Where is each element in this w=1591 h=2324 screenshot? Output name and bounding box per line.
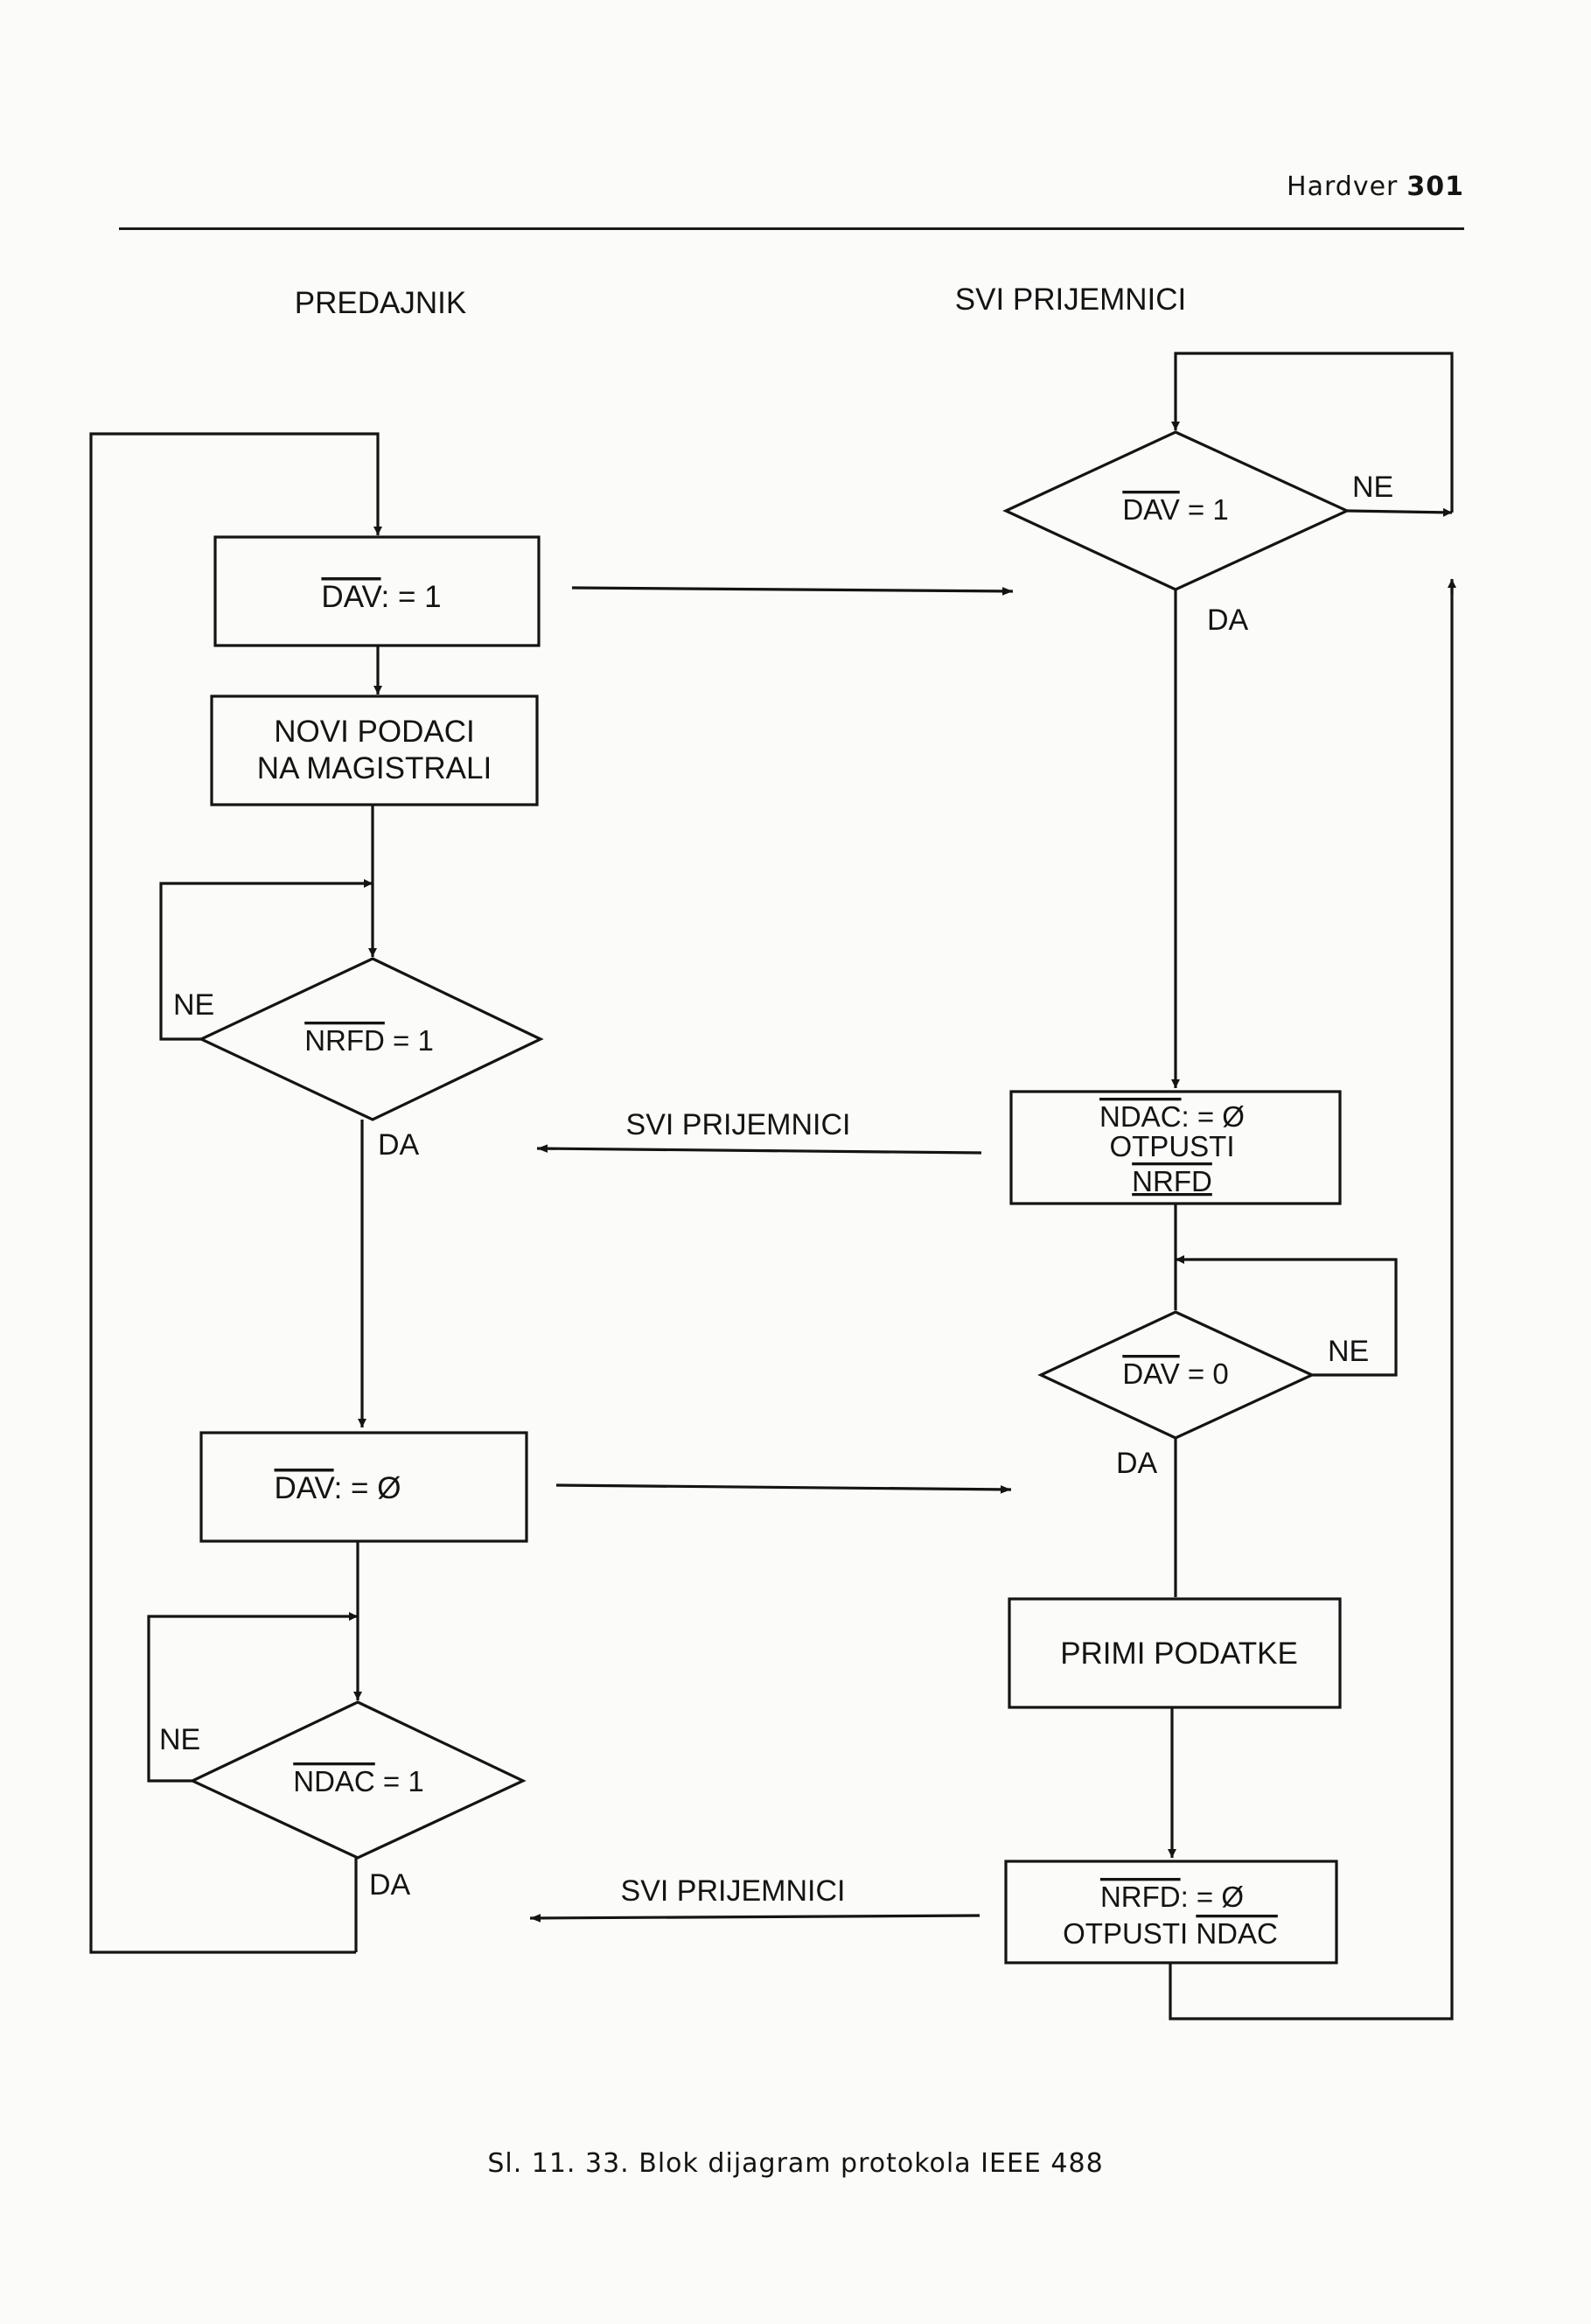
box-dav-set-0-text: DAV: = Ø bbox=[275, 1471, 401, 1505]
nrfd-no-loop bbox=[159, 879, 373, 1041]
column-heading-left: PREDAJNIK bbox=[295, 286, 466, 320]
box-ndac-line2: OTPUSTI bbox=[1109, 1130, 1234, 1162]
dav0-no-label: NE bbox=[1328, 1335, 1369, 1368]
ndac-no-loop bbox=[147, 1612, 358, 1783]
box-nrfd-line2: OTPUSTI NDAC bbox=[1063, 1917, 1278, 1950]
ndac-no-label: NE bbox=[159, 1723, 200, 1756]
signal-label-upper: SVI PRIJEMNICI bbox=[626, 1108, 851, 1141]
decision-nrfd bbox=[198, 957, 544, 1121]
decision-dav-0-text: DAV = 0 bbox=[1122, 1357, 1228, 1390]
signal-label-lower: SVI PRIJEMNICI bbox=[621, 1874, 846, 1908]
header-rule bbox=[119, 227, 1464, 230]
dav1-yes-label: DA bbox=[1207, 604, 1249, 637]
box-dav-set-0 bbox=[199, 1431, 528, 1543]
signal-arrow-4 bbox=[529, 1914, 980, 1923]
header-page-number: 301 bbox=[1406, 171, 1464, 202]
box-primi-podatke-text: PRIMI PODATKE bbox=[1060, 1637, 1298, 1671]
ndac-yes-label: DA bbox=[369, 1868, 411, 1902]
signal-arrow-2 bbox=[536, 1144, 982, 1155]
box-nrfd-otpusti-ndac bbox=[1004, 1860, 1338, 1965]
decision-dav-1-text: DAV = 1 bbox=[1122, 493, 1228, 526]
left-outer-loop bbox=[89, 432, 382, 1954]
box-nrfd-line1: NRFD: = Ø bbox=[1100, 1881, 1244, 1913]
box-primi-podatke bbox=[1008, 1597, 1342, 1709]
decision-ndac-text: NDAC = 1 bbox=[293, 1765, 423, 1797]
box-novi-podaci-line2: NA MAGISTRALI bbox=[257, 751, 492, 785]
box-dav-set-1-text: DAV: = 1 bbox=[321, 580, 441, 614]
decision-nrfd-text: NRFD = 1 bbox=[304, 1024, 434, 1057]
dav0-no-loop bbox=[1176, 1255, 1398, 1377]
box-novi-podaci bbox=[210, 694, 539, 806]
column-heading-right: SVI PRIJEMNICI bbox=[955, 283, 1186, 317]
right-outer-loop bbox=[1169, 582, 1454, 2020]
dav1-no-label: NE bbox=[1352, 471, 1393, 504]
decision-ndac bbox=[189, 1700, 527, 1860]
nrfd-yes-label: DA bbox=[378, 1128, 420, 1162]
header-title: Hardver bbox=[1287, 171, 1399, 202]
figure-caption: Sl. 11. 33. Blok dijagram protokola IEEE… bbox=[487, 2148, 1104, 2179]
box-ndac-line1: NDAC: = Ø bbox=[1099, 1100, 1245, 1133]
box-ndac-line3: NRFD bbox=[1132, 1165, 1212, 1197]
signal-arrow-3 bbox=[555, 1483, 1012, 1494]
box-novi-podaci-line1: NOVI PODACI bbox=[274, 715, 474, 749]
nrfd-no-label: NE bbox=[173, 988, 214, 1022]
dav1-no-branch bbox=[1346, 507, 1453, 517]
dav0-yes-label: DA bbox=[1116, 1447, 1158, 1480]
signal-arrow-1 bbox=[571, 586, 1014, 596]
